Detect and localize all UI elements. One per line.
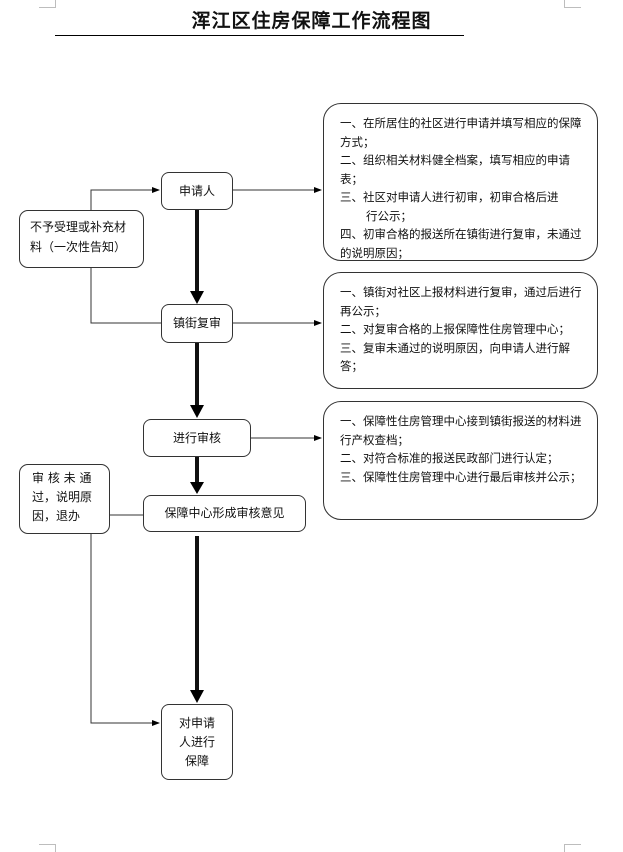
node-label-line: 过，说明原: [32, 490, 93, 504]
node-reject-supplement: 不予受理或补充材 料（一次性告知）: [19, 210, 144, 268]
note-applicant-steps: 一、在所居住的社区进行申请并填写相应的保障方式； 二、组织相关材料健全档案，填写…: [323, 103, 598, 261]
node-street-review: 镇街复审: [161, 304, 233, 343]
title-underline: [55, 35, 464, 36]
node-audit: 进行审核: [143, 419, 251, 457]
arrowhead: [190, 482, 204, 494]
node-label: 申请人: [178, 183, 215, 198]
node-center-opinion: 保障中心形成审核意见: [143, 495, 306, 532]
note-step: 一、保障性住房管理中心接到镇街报送的材料进行产权查档；: [340, 414, 582, 447]
page-corner-mark: [564, 844, 581, 852]
arrowhead: [190, 690, 204, 703]
arrowhead: [190, 291, 204, 304]
node-label: 保障中心形成审核意见: [164, 506, 285, 520]
note-step: 四、初审合格的报送所在镇街进行复审，未通过的说明原因；: [340, 227, 582, 260]
note-step: 二、对复审合格的上报保障性住房管理中心；: [340, 322, 570, 336]
node-label-line: 保障: [184, 753, 209, 768]
arrowhead: [190, 405, 204, 418]
node-audit-failed: 审 核 未 通 过，说明原 因，退办: [19, 464, 110, 534]
note-step: 三、复审未通过的说明原因，向申请人进行解答；: [340, 340, 570, 374]
node-label-line: 审 核 未 通: [32, 471, 92, 485]
connector-street-to-reject: [90, 266, 162, 324]
note-step: 三、保障性住房管理中心进行最后审核并公示；: [340, 469, 582, 484]
node-label: 进行审核: [172, 430, 221, 445]
note-step: 二、对符合标准的报送民政部门进行认定；: [340, 451, 559, 465]
note-step: 三、社区对申请人进行初审，初审合格后进: [340, 190, 559, 204]
page-corner-mark: [39, 0, 56, 8]
node-label-line: 料（一次性告知）: [30, 240, 127, 254]
node-provide-housing: 对申请 人进行 保障: [161, 704, 233, 780]
page-corner-mark: [39, 844, 56, 852]
note-step: 一、镇街对社区上报材料进行复审，通过后进行再公示；: [340, 285, 582, 318]
node-label: 镇街复审: [172, 316, 221, 330]
note-step: 一、在所居住的社区进行申请并填写相应的保障方式；: [340, 116, 582, 149]
node-label-line: 人进行: [178, 734, 215, 749]
note-step: 二、组织相关材料健全档案，填写相应的申请表；: [340, 153, 570, 186]
page-corner-mark: [564, 0, 581, 8]
node-label-line: 因，退办: [32, 509, 81, 523]
node-label-line: 对申请: [178, 715, 215, 730]
node-label-line: 不予受理或补充材: [30, 220, 127, 234]
node-applicant: 申请人: [161, 172, 233, 210]
page-title: 浑江区住房保障工作流程图: [191, 10, 432, 32]
note-step-continuation: 行公示；: [366, 208, 412, 223]
connector-failed-to-provide: [90, 532, 160, 726]
note-street-steps: 一、镇街对社区上报材料进行复审，通过后进行再公示； 二、对复审合格的上报保障性住…: [323, 272, 598, 389]
note-audit-steps: 一、保障性住房管理中心接到镇街报送的材料进行产权查档； 二、对符合标准的报送民政…: [323, 401, 598, 520]
connector-reject-to-applicant: [90, 187, 160, 214]
